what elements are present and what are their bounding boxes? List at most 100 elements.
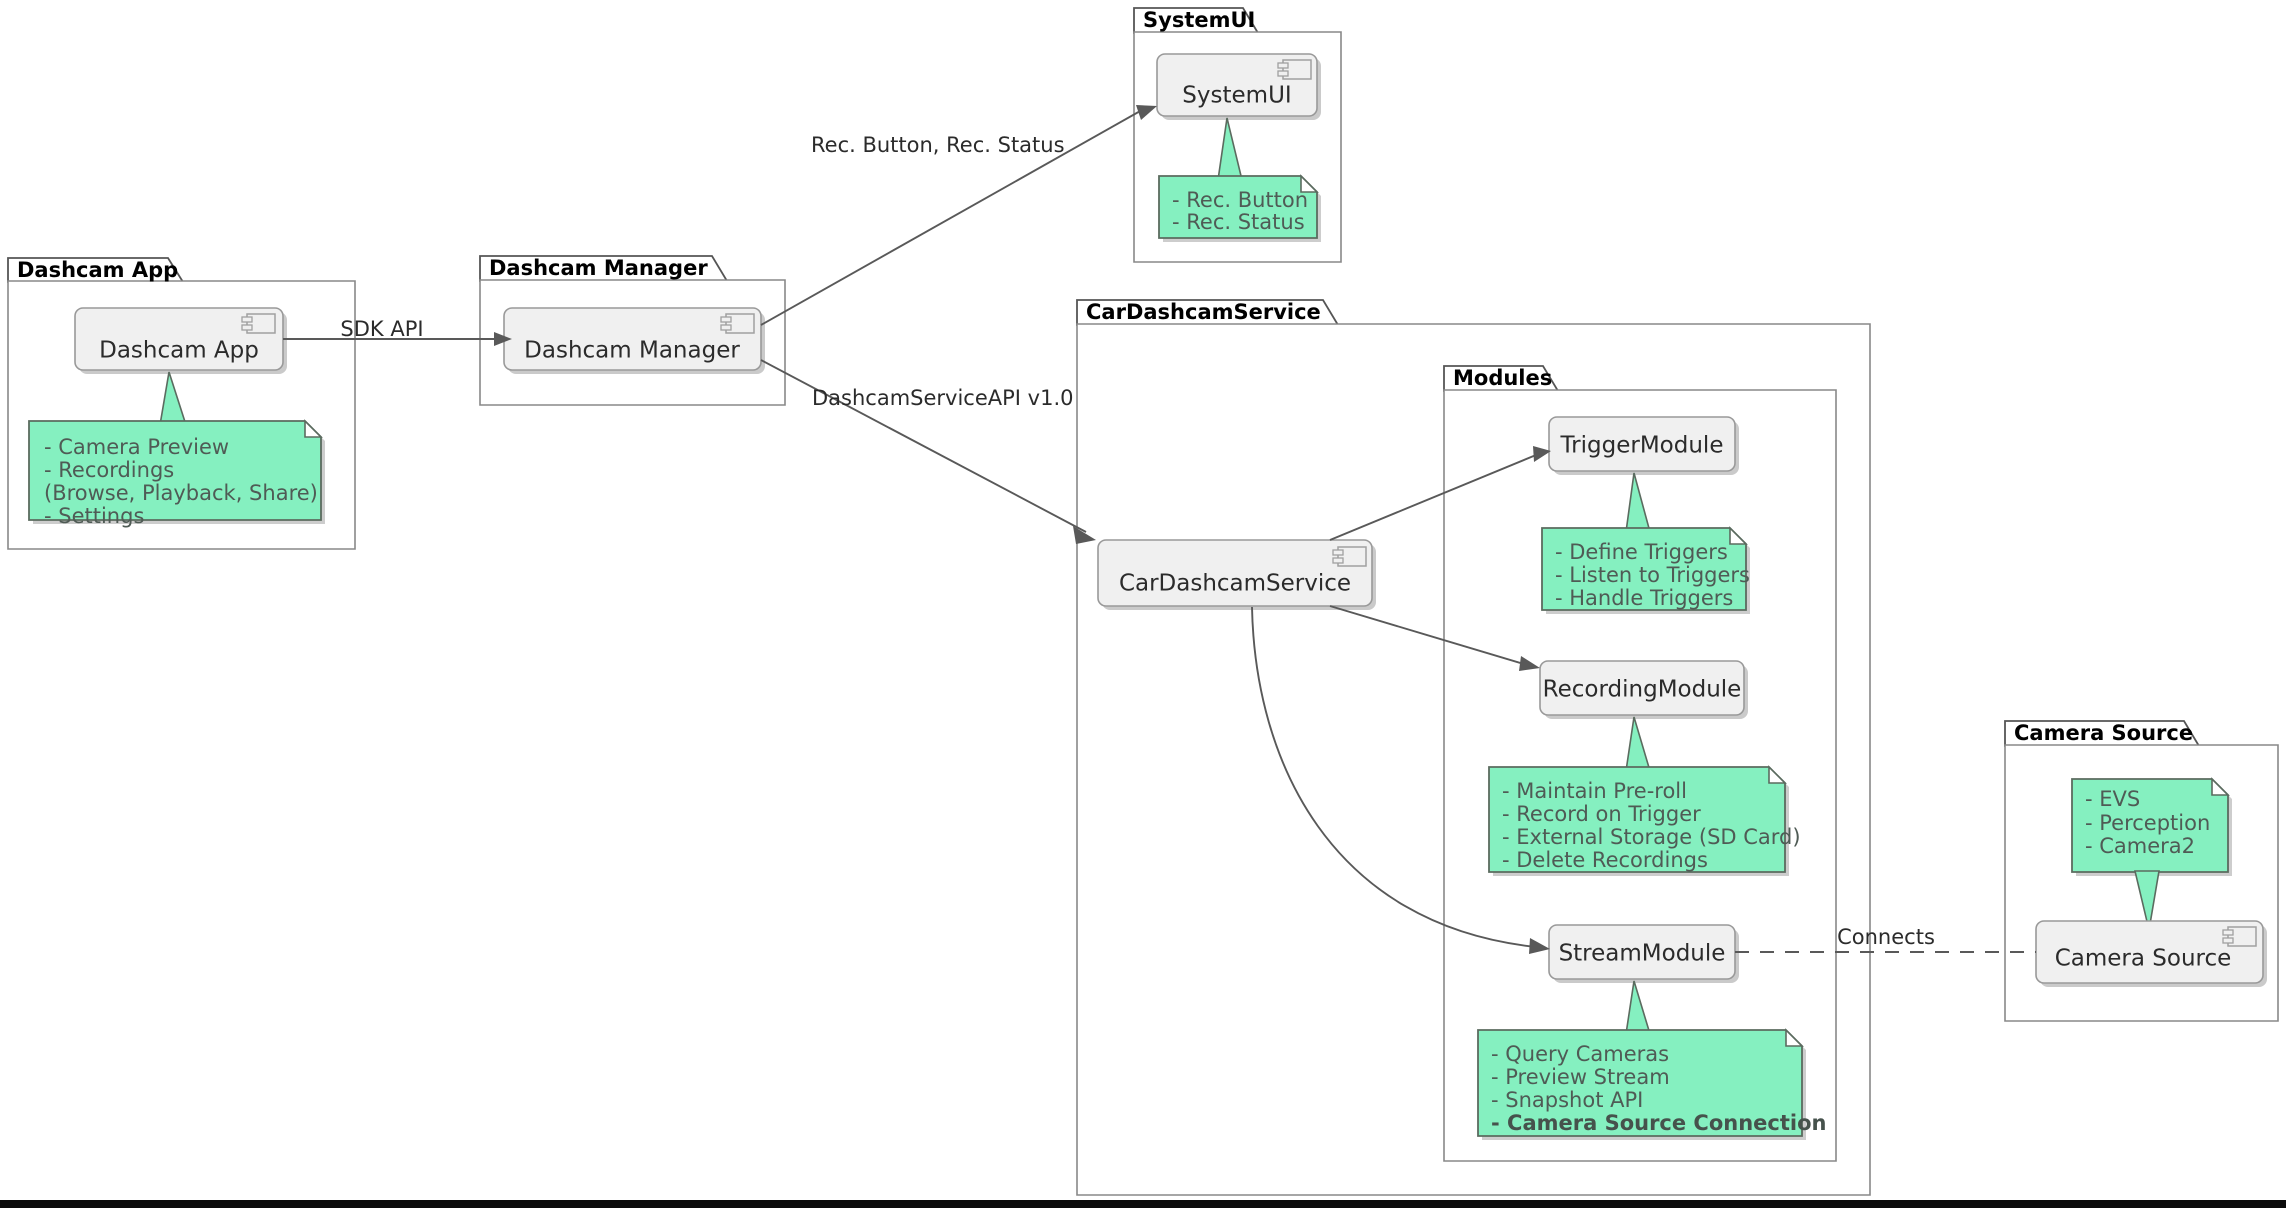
package-systemui[interactable]: SystemUI SystemUI - Rec. Button - Rec. S… bbox=[1133, 7, 1342, 263]
package-title: CarDashcamService bbox=[1086, 300, 1321, 324]
component-systemui[interactable]: SystemUI bbox=[1156, 53, 1321, 120]
component-icon bbox=[2222, 926, 2257, 947]
package-dashcam-manager[interactable]: Dashcam Manager Dashcam Manager bbox=[479, 255, 786, 406]
edge-line bbox=[1329, 454, 1537, 541]
edge-line bbox=[760, 109, 1143, 326]
component-dashcam-manager[interactable]: Dashcam Manager bbox=[503, 307, 765, 374]
note-body bbox=[1477, 1029, 1803, 1137]
edge-service-recording[interactable] bbox=[1329, 605, 1540, 671]
note-triggermodule[interactable]: - Define Triggers - Listen to Triggers -… bbox=[1541, 472, 1750, 614]
note-fold-corner bbox=[2211, 777, 2230, 796]
note-line: - Camera Preview bbox=[44, 435, 229, 459]
edge-label: SDK API bbox=[340, 317, 423, 341]
package-modules[interactable]: Modules TriggerModule - Define Triggers … bbox=[1443, 365, 1837, 1162]
component-label: TriggerModule bbox=[1560, 433, 1724, 459]
package-title: Camera Source bbox=[2014, 721, 2193, 745]
note-line: - Settings bbox=[44, 504, 144, 528]
package-title: Dashcam Manager bbox=[489, 256, 708, 280]
component-icon bbox=[720, 313, 755, 334]
component-icon bbox=[1332, 546, 1367, 567]
edge-label: Rec. Button, Rec. Status bbox=[811, 133, 1065, 157]
component-label: Dashcam Manager bbox=[524, 338, 740, 364]
note-fold-corner bbox=[1729, 526, 1748, 545]
component-label: CarDashcamService bbox=[1119, 571, 1351, 597]
note-line: - Rec. Button bbox=[1172, 188, 1308, 212]
note-anchor bbox=[2133, 870, 2160, 931]
component-label: SystemUI bbox=[1182, 83, 1291, 109]
edge-line bbox=[1329, 605, 1528, 666]
package-title: Modules bbox=[1453, 366, 1552, 390]
component-box bbox=[1097, 539, 1373, 607]
note-fold-corner bbox=[1785, 1028, 1804, 1047]
package-cardashcamservice[interactable]: CarDashcamService CarDashcamService Modu… bbox=[1076, 299, 1871, 1196]
note-line: - Preview Stream bbox=[1491, 1065, 1670, 1089]
component-box bbox=[1156, 53, 1318, 117]
component-recordingmodule[interactable]: RecordingModule bbox=[1539, 660, 1748, 719]
edge-dashcamserviceapi[interactable]: DashcamServiceAPI v1.0 bbox=[760, 359, 1096, 544]
note-line: - Perception bbox=[2085, 811, 2210, 835]
component-box bbox=[1548, 416, 1736, 472]
arrowhead bbox=[1533, 446, 1551, 462]
note-camera-source[interactable]: - EVS - Perception - Camera2 bbox=[2071, 777, 2232, 931]
note-line: - Record on Trigger bbox=[1502, 802, 1701, 826]
note-recordingmodule[interactable]: - Maintain Pre-roll - Record on Trigger … bbox=[1488, 716, 1801, 876]
viewport-bottom-edge bbox=[0, 1200, 2286, 1208]
note-line: (Browse, Playback, Share) bbox=[44, 481, 318, 505]
edge-label: Connects bbox=[1837, 925, 1935, 949]
note-line: - Camera Source Connection bbox=[1491, 1111, 1826, 1135]
component-dashcam-app[interactable]: Dashcam App bbox=[74, 307, 287, 374]
note-line: - Maintain Pre-roll bbox=[1502, 779, 1687, 803]
arrowhead bbox=[1136, 105, 1157, 120]
arrowhead bbox=[494, 332, 512, 346]
edge-service-trigger[interactable] bbox=[1329, 446, 1551, 541]
note-line: - External Storage (SD Card) bbox=[1502, 825, 1801, 849]
component-label: Camera Source bbox=[2055, 946, 2232, 972]
component-label: Dashcam App bbox=[99, 338, 259, 364]
note-fold-corner bbox=[1300, 174, 1319, 193]
note-line: - Listen to Triggers bbox=[1555, 563, 1750, 587]
edge-service-stream[interactable] bbox=[1251, 606, 1550, 954]
note-systemui[interactable]: - Rec. Button - Rec. Status bbox=[1158, 117, 1321, 242]
component-label: RecordingModule bbox=[1543, 677, 1742, 703]
component-cardashcamservice[interactable]: CarDashcamService bbox=[1097, 539, 1376, 610]
note-line: - Camera2 bbox=[2085, 834, 2195, 858]
component-icon bbox=[1277, 59, 1312, 80]
component-box bbox=[1539, 660, 1745, 716]
component-streammodule[interactable]: StreamModule bbox=[1548, 924, 1739, 983]
note-line: - Handle Triggers bbox=[1555, 586, 1733, 610]
note-line: - Define Triggers bbox=[1555, 540, 1728, 564]
component-triggermodule[interactable]: TriggerModule bbox=[1548, 416, 1739, 475]
note-dashcam-app[interactable]: - Camera Preview - Recordings (Browse, P… bbox=[28, 371, 325, 528]
edge-rec-button-status[interactable]: Rec. Button, Rec. Status bbox=[760, 105, 1157, 326]
note-line: - Snapshot API bbox=[1491, 1088, 1643, 1112]
arrowhead bbox=[1529, 938, 1550, 954]
package-title: SystemUI bbox=[1143, 8, 1255, 32]
component-icon bbox=[241, 313, 276, 334]
edge-connects[interactable]: Connects bbox=[1735, 925, 2036, 953]
package-title: Dashcam App bbox=[17, 258, 178, 282]
edge-line bbox=[1251, 606, 1537, 948]
note-body bbox=[1541, 527, 1747, 611]
note-line: - Delete Recordings bbox=[1502, 848, 1708, 872]
note-line: - Rec. Status bbox=[1172, 210, 1305, 234]
package-camera-source[interactable]: Camera Source - EVS - Perception - Camer… bbox=[2004, 720, 2279, 1022]
edge-line bbox=[760, 359, 1087, 533]
note-streammodule[interactable]: - Query Cameras - Preview Stream - Snaps… bbox=[1477, 980, 1826, 1140]
note-body bbox=[1488, 766, 1786, 873]
note-line: - Recordings bbox=[44, 458, 174, 482]
note-line: - EVS bbox=[2085, 787, 2140, 811]
arrowhead bbox=[1519, 656, 1540, 671]
package-dashcam-app[interactable]: Dashcam App Dashcam App - Camera Preview… bbox=[7, 257, 356, 550]
note-body bbox=[28, 420, 322, 521]
note-line: - Query Cameras bbox=[1491, 1042, 1669, 1066]
arrowhead bbox=[1073, 526, 1096, 544]
edge-sdk-api[interactable]: SDK API bbox=[283, 317, 512, 346]
edge-label: DashcamServiceAPI v1.0 bbox=[812, 386, 1074, 410]
note-fold-corner bbox=[304, 419, 323, 438]
note-body bbox=[1158, 175, 1318, 239]
note-body bbox=[2071, 778, 2229, 873]
component-camera-source[interactable]: Camera Source bbox=[2035, 920, 2267, 987]
note-fold-corner bbox=[1768, 765, 1787, 784]
